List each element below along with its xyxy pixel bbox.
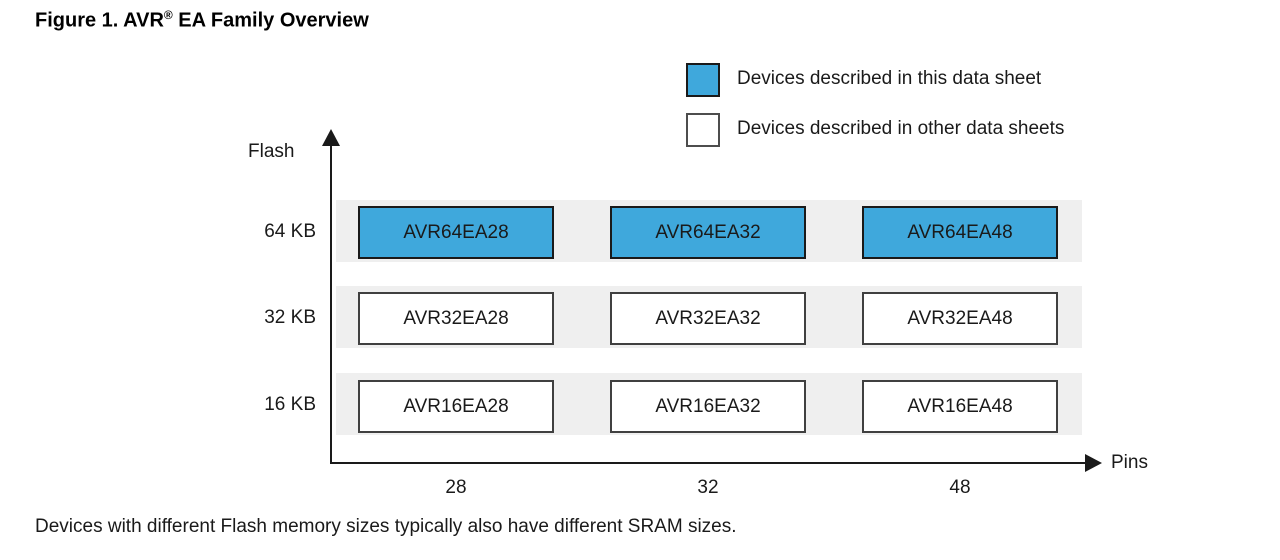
device-box-avr64ea28: AVR64EA28: [358, 206, 554, 259]
figure-title-prefix: Figure 1. AVR: [35, 9, 164, 32]
device-box-avr32ea28: AVR32EA28: [358, 292, 554, 345]
y-axis-line: [330, 142, 332, 464]
registered-trademark-symbol: ®: [163, 8, 173, 22]
y-label-32kb: 32 KB: [264, 307, 316, 328]
figure-footnote: Devices with different Flash memory size…: [35, 516, 737, 537]
device-box-avr64ea48: AVR64EA48: [862, 206, 1058, 259]
x-tick-48: 48: [949, 477, 971, 498]
device-box-avr16ea32: AVR16EA32: [610, 380, 806, 433]
figure-title-suffix: EA Family Overview: [172, 9, 369, 32]
legend-label-this-data-sheet: Devices described in this data sheet: [737, 68, 1042, 89]
device-box-avr16ea48: AVR16EA48: [862, 380, 1058, 433]
x-tick-32: 32: [697, 477, 719, 498]
x-axis-line: [330, 462, 1086, 464]
y-axis-label: Flash: [248, 141, 295, 162]
figure-title: Figure 1. AVR® EA Family Overview: [35, 8, 369, 33]
legend-swatch-other-data-sheets: [686, 113, 720, 147]
device-box-avr16ea28: AVR16EA28: [358, 380, 554, 433]
device-box-avr32ea32: AVR32EA32: [610, 292, 806, 345]
legend-label-other-data-sheets: Devices described in other data sheets: [737, 118, 1065, 139]
y-axis-arrowhead-icon: [322, 129, 340, 146]
x-axis-label: Pins: [1111, 452, 1148, 473]
x-axis-arrowhead-icon: [1085, 454, 1102, 472]
device-box-avr64ea32: AVR64EA32: [610, 206, 806, 259]
device-box-avr32ea48: AVR32EA48: [862, 292, 1058, 345]
x-tick-28: 28: [445, 477, 467, 498]
y-label-16kb: 16 KB: [264, 394, 316, 415]
y-label-64kb: 64 KB: [264, 221, 316, 242]
legend-swatch-this-data-sheet: [686, 63, 720, 97]
